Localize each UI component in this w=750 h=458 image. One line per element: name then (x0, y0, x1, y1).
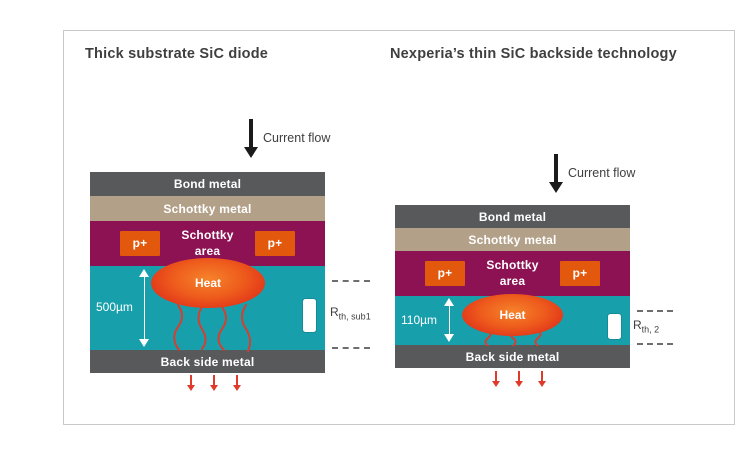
rth-bottom-dash-line (332, 347, 370, 349)
heat-label: Heat (194, 276, 221, 290)
heat-flow-arrows (187, 375, 241, 392)
arrow-shaft (143, 274, 146, 342)
schottky-area-line1: Schottky (486, 258, 539, 272)
anode-layer: p+ Schottky area p+ (90, 221, 325, 266)
layer-stack: Bond metal Schottky metal p+ Schottky ar… (90, 172, 325, 373)
r-symbol: R (330, 305, 339, 319)
r-subscript: th, 2 (641, 324, 660, 335)
anode-layer: p+ Schottky area p+ (395, 251, 630, 296)
arrow-shaft (249, 119, 253, 148)
thermal-resistor-icon (608, 314, 621, 339)
rth-top-dash-line (332, 280, 370, 282)
thermal-resistance-label: Rth, 2 (633, 318, 659, 334)
schottky-area-label: Schottky area (90, 227, 325, 259)
heat-wave-lines-icon (173, 304, 252, 352)
thickness-double-arrow-icon (444, 298, 455, 342)
heat-flow-arrow-icon (515, 371, 523, 387)
panel-title: Nexperia’s thin SiC backside technology (390, 46, 677, 62)
layer-stack: Bond metal Schottky metal p+ Schottky ar… (395, 205, 630, 368)
arrow-head-up (139, 269, 149, 277)
arrow-shaft (554, 154, 558, 183)
arrow-shaft (448, 303, 451, 337)
p-plus-region-right: p+ (255, 231, 295, 256)
bond-metal-layer: Bond metal (395, 205, 630, 228)
rth-top-dash-line (637, 310, 673, 312)
current-flow-arrow-icon (549, 154, 563, 194)
thermal-resistance-label: Rth, sub1 (330, 305, 371, 321)
r-subscript: th, sub1 (338, 311, 371, 322)
rth-bottom-dash-line (637, 343, 673, 345)
schottky-metal-label: Schottky metal (163, 201, 252, 216)
p-plus-region-left: p+ (120, 231, 160, 256)
heat-spot: Heat (151, 258, 265, 308)
p-plus-region-right: p+ (560, 261, 600, 286)
thermal-resistor-icon (303, 299, 316, 332)
bond-metal-label: Bond metal (173, 177, 242, 191)
panel-title: Thick substrate SiC diode (85, 46, 269, 62)
arrow-head-down (139, 339, 149, 347)
heat-flow-arrow-icon (538, 371, 546, 387)
heat-flow-arrow-icon (492, 371, 500, 387)
back-side-metal-layer: Back side metal (90, 350, 325, 373)
schottky-metal-layer: Schottky metal (90, 196, 325, 221)
back-side-metal-label: Back side metal (465, 349, 560, 364)
current-flow-label: Current flow (263, 131, 331, 145)
arrow-head-down (444, 334, 454, 342)
arrow-head-up (444, 298, 454, 306)
substrate-thickness-label: 500µm (96, 300, 133, 314)
schottky-area-line1: Schottky (181, 228, 234, 242)
current-flow-label: Current flow (568, 166, 636, 180)
bond-metal-label: Bond metal (478, 209, 547, 224)
schottky-area-line2: area (499, 274, 526, 289)
heat-spot: Heat (462, 294, 563, 336)
schottky-metal-layer: Schottky metal (395, 228, 630, 251)
back-side-metal-layer: Back side metal (395, 345, 630, 368)
schottky-area-line2: area (194, 244, 221, 259)
heat-label: Heat (499, 308, 526, 322)
arrow-head (549, 182, 563, 193)
heat-flow-arrow-icon (210, 375, 218, 391)
p-plus-region-left: p+ (425, 261, 465, 286)
r-symbol: R (633, 318, 642, 332)
bond-metal-layer: Bond metal (90, 172, 325, 196)
schottky-metal-label: Schottky metal (468, 232, 557, 247)
thickness-double-arrow-icon (139, 269, 150, 347)
arrow-head (244, 147, 258, 158)
current-flow-arrow-icon (244, 119, 258, 159)
heat-flow-arrows (492, 371, 546, 388)
back-side-metal-label: Back side metal (160, 354, 255, 369)
heat-flow-arrow-icon (233, 375, 241, 391)
schottky-area-label: Schottky area (395, 257, 630, 289)
substrate-thickness-label: 110µm (401, 313, 438, 327)
heat-flow-arrow-icon (187, 375, 195, 391)
